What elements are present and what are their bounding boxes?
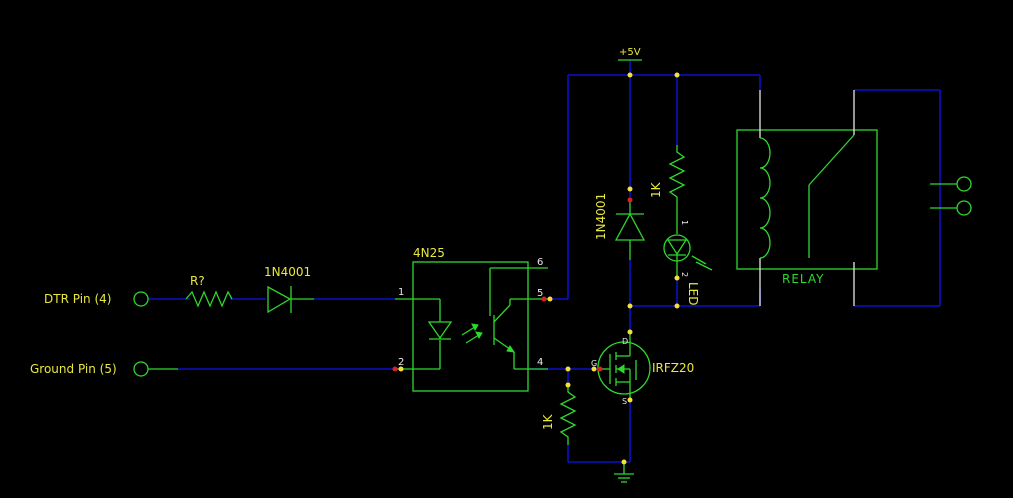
input-diode [267,285,314,314]
flyback-diode-label: 1N4001 [594,193,608,240]
opto-pin-1: 1 [398,287,404,298]
relay [736,90,972,306]
led-resistor [668,145,686,206]
input-resistor [185,290,233,308]
opto-pin-6: 6 [537,257,543,268]
ground-pin-label: Ground Pin (5) [30,362,117,376]
dtr-pin-label: DTR Pin (4) [44,292,111,306]
optocoupler-label: 4N25 [413,246,445,260]
mosfet-source-label: S [622,397,627,406]
led-pin-1: 1 [680,220,689,225]
opto-pin-4: 4 [537,357,543,368]
flyback-diode [614,200,646,260]
ground-connector [133,361,178,377]
wires [148,60,941,463]
mosfet-gate-label: G [591,359,597,368]
input-resistor-label: R? [190,274,205,288]
opto-pin-5: 5 [537,288,543,299]
supply-label: +5V [619,47,641,58]
led-resistor-label: 1K [649,181,663,198]
gate-resistor [559,385,577,445]
mosfet-label: IRFZ20 [652,361,694,375]
optocoupler [395,261,548,392]
dtr-connector [133,291,149,307]
mosfet-drain-label: D [622,337,628,346]
led-label: LED [686,282,700,306]
gate-resistor-label: 1K [541,413,555,430]
input-diode-label: 1N4001 [264,265,311,279]
junctions [392,72,680,465]
opto-pin-2: 2 [398,357,404,368]
indicator-led [663,206,713,278]
relay-label: RELAY [782,272,825,286]
led-pin-2: 2 [680,272,689,277]
ground-symbol [614,462,634,483]
